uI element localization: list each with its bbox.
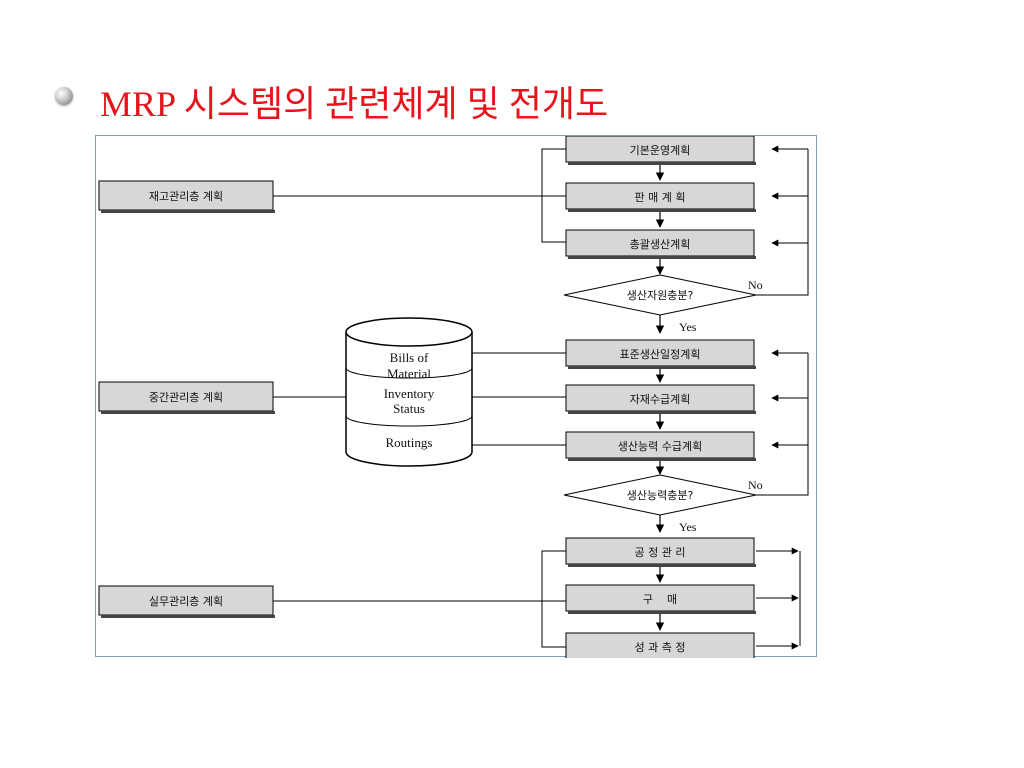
svg-text:기본운영계획: 기본운영계획: [630, 144, 691, 157]
no-label-2: No: [748, 478, 763, 492]
svg-text:생산자원충분?: 생산자원충분?: [627, 289, 694, 302]
step-std-schedule: 표준생산일정계획: [565, 339, 756, 369]
decision-capacity: 생산능력충분?: [563, 474, 757, 516]
diagram-canvas: 재고관리층 계획 중간관리층 계획 실무관리층 계획 Bills of Mate…: [98, 136, 809, 658]
level-box-mid: 중간관리층 계획: [98, 381, 275, 414]
svg-text:공 정 관 리: 공 정 관 리: [635, 546, 686, 559]
db-bom-line1: Bills of: [390, 350, 429, 365]
svg-text:자재수급계획: 자재수급계획: [630, 393, 691, 406]
svg-text:판 매 계 획: 판 매 계 획: [635, 191, 686, 204]
no-label-1: No: [748, 278, 763, 292]
step-purchase: 구 매: [565, 584, 756, 614]
step-master-plan: 총괄생산계획: [565, 229, 756, 259]
bullet-icon: [55, 87, 73, 105]
yes-label-1: Yes: [679, 320, 697, 334]
level-label-top: 재고관리층 계획: [149, 190, 223, 203]
svg-text:성 과 측 정: 성 과 측 정: [635, 641, 686, 654]
svg-text:구 매: 구 매: [643, 593, 677, 606]
slide-title: MRP 시스템의 관련체계 및 전개도: [100, 84, 609, 124]
bracket-top: [541, 148, 566, 243]
svg-text:총괄생산계획: 총괄생산계획: [630, 238, 691, 251]
decision-resources: 생산자원충분?: [563, 274, 757, 316]
step-basic-plan: 기본운영계획: [565, 136, 756, 165]
step-capacity-plan: 생산능력 수급계획: [565, 431, 756, 461]
svg-text:생산능력 수급계획: 생산능력 수급계획: [618, 440, 702, 453]
step-performance: 성 과 측 정: [565, 632, 755, 658]
level-box-bottom: 실무관리층 계획: [98, 585, 275, 618]
step-process-control: 공 정 관 리: [565, 537, 756, 567]
step-material-plan: 자재수급계획: [565, 384, 756, 414]
step-sales-plan: 판 매 계 획: [565, 182, 756, 212]
mrp-flow-diagram: 재고관리층 계획 중간관리층 계획 실무관리층 계획 Bills of Mate…: [95, 135, 817, 658]
feedback-loop-top: [756, 145, 809, 296]
db-inv-line2: Status: [393, 401, 425, 416]
db-bom-line2: Material: [387, 366, 431, 381]
level-label-mid: 중간관리층 계획: [149, 391, 223, 404]
db-inv-line1: Inventory: [384, 386, 435, 401]
svg-text:표준생산일정계획: 표준생산일정계획: [620, 347, 701, 361]
bracket-bottom: [541, 550, 566, 648]
level-box-top: 재고관리층 계획: [98, 180, 275, 213]
level-label-bottom: 실무관리층 계획: [149, 595, 223, 608]
svg-text:생산능력충분?: 생산능력충분?: [627, 489, 694, 502]
output-arrows-bottom: [756, 547, 801, 650]
database-cylinder: Bills of Material Inventory Status Routi…: [345, 317, 473, 467]
db-routings: Routings: [386, 435, 433, 450]
yes-label-2: Yes: [679, 520, 697, 534]
feedback-loop-mid: [756, 349, 809, 496]
